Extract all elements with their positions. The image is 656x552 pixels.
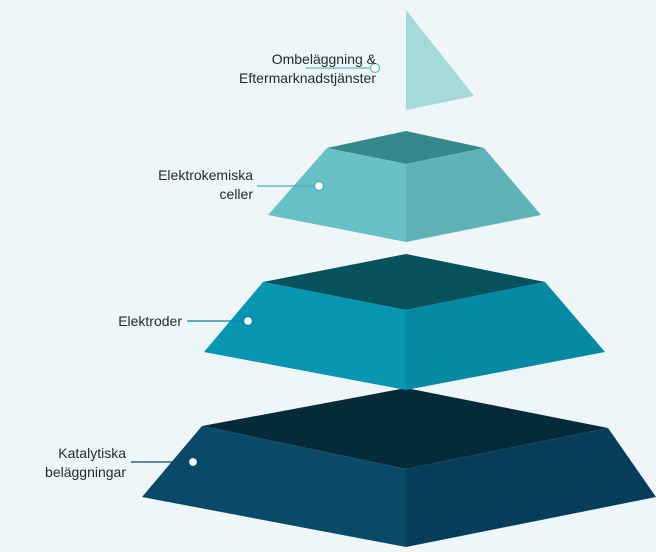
tier-2-label: Elektrokemiska celler xyxy=(158,166,253,204)
tier-2-right-face xyxy=(406,148,541,242)
tier-2-connector-dot xyxy=(313,180,325,192)
tier-1-label-line-2: Eftermarknadstjänster xyxy=(239,70,376,86)
tier-3-connector-dot xyxy=(242,315,254,327)
tier-2-left-face xyxy=(268,148,406,242)
tier-4-right-face xyxy=(406,428,656,547)
tier-3-right-face xyxy=(406,282,605,390)
tier-4-label-line-2: beläggningar xyxy=(45,464,126,480)
tier-2-top-face xyxy=(327,131,484,164)
tier-1-connector-dot xyxy=(369,62,381,74)
tier-4-connector-dot xyxy=(187,456,199,468)
tier-1-label: Ombeläggning & Eftermarknadstjänster xyxy=(239,50,376,88)
tier-4-left-face xyxy=(142,426,406,547)
tier-1-label-line-1: Ombeläggning & xyxy=(271,51,376,67)
tier-2-label-line-2: celler xyxy=(219,186,253,202)
tier-3-top-face xyxy=(263,254,545,310)
tier-3-left-face xyxy=(204,282,406,390)
tier-3-label-line-1: Elektroder xyxy=(118,313,182,329)
tier-3-label: Elektroder xyxy=(118,312,182,331)
tier-4-top-face xyxy=(202,388,608,469)
tier-1-face xyxy=(406,10,474,110)
tier-4-label: Katalytiska beläggningar xyxy=(45,444,126,482)
tier-4-label-line-1: Katalytiska xyxy=(58,445,126,461)
tier-2-label-line-1: Elektrokemiska xyxy=(158,167,253,183)
